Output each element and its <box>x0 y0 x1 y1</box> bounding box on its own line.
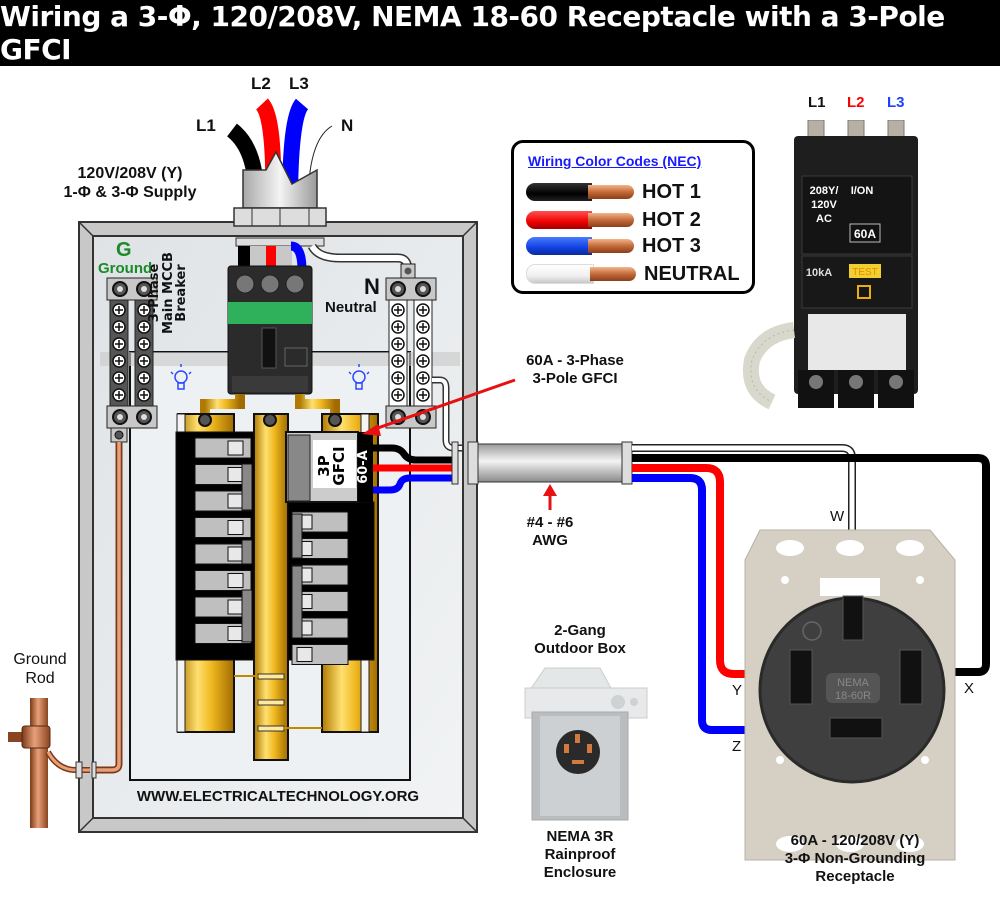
copper-conductor-icon <box>590 267 636 281</box>
black-wire-icon <box>526 183 592 201</box>
white-wire-icon <box>526 264 594 284</box>
legend-item-hot3: HOT 3 <box>526 233 701 259</box>
svg-text:208Y/: 208Y/ <box>810 185 839 197</box>
gfci-callout-line2: 3-Pole GFCI <box>532 370 618 387</box>
gfci-callout-label: 60A - 3-Phase 3-Pole GFCI <box>510 352 640 388</box>
legend-label: HOT 3 <box>642 234 701 257</box>
ground-label: Ground <box>98 260 153 277</box>
svg-text:TEST: TEST <box>852 267 878 278</box>
gfci-breaker-in-panel[interactable]: 3P GFCI 60-A <box>285 431 373 503</box>
receptacle-face-nema: NEMA <box>837 677 869 689</box>
blue-wire-icon <box>526 237 592 255</box>
legend-label: HOT 2 <box>642 208 701 231</box>
legend-item-hot1: HOT 1 <box>526 179 701 205</box>
copper-conductor-icon <box>588 239 634 253</box>
supply-conductor-label-n: N <box>341 116 354 135</box>
receptacle-label: 60A - 120/208V (Y) 3-Φ Non-Grounding Rec… <box>760 832 950 886</box>
red-wire-icon <box>526 211 592 229</box>
receptacle-face-rating: 18-60R <box>835 690 871 702</box>
receptacle-terminal-z: Z <box>732 738 742 755</box>
gfci-terminal-l2: L2 <box>847 94 865 111</box>
receptacle-label-line3: Receptacle <box>815 868 895 885</box>
svg-text:AC: AC <box>816 213 832 225</box>
neutral-letter: N <box>364 274 380 299</box>
outdoor-box-bottom-label: NEMA 3R Rainproof Enclosure <box>520 828 640 882</box>
wire-gauge-label: #4 - #6 AWG <box>510 514 590 550</box>
receptacle-terminal-w: W <box>830 508 845 525</box>
ground-bar <box>106 277 158 443</box>
ground-rod <box>8 698 97 828</box>
legend-item-neutral: NEUTRAL <box>526 261 740 287</box>
legend-label: HOT 1 <box>642 180 701 203</box>
svg-text:60A: 60A <box>854 227 876 241</box>
main-mccb-breaker[interactable] <box>227 265 313 395</box>
outdoor-box-bottom-line3: Enclosure <box>543 864 617 881</box>
gfci-breaker-text-rating: 60-A <box>356 450 371 484</box>
neutral-bar <box>385 263 437 429</box>
gfci-breaker-photo: 208Y/ 120V AC I/ON 60A 10kA TEST <box>794 120 918 408</box>
website-label: WWW.ELECTRICALTECHNOLOGY.ORG <box>136 788 420 805</box>
svg-text:120V: 120V <box>811 199 837 211</box>
outdoor-box-bottom-line2: Rainproof <box>544 846 616 863</box>
legend-label: NEUTRAL <box>644 262 740 285</box>
supply-label: 120V/208V (Y) 1-Φ & 3-Φ Supply <box>40 164 220 202</box>
copper-conductor-icon <box>588 213 634 227</box>
ground-rod-label: Ground Rod <box>0 650 80 688</box>
gfci-breaker-text-3p: 3P <box>315 455 333 476</box>
lightbulb-icon <box>170 364 192 390</box>
supply-label-line2: 1-Φ & 3-Φ Supply <box>63 184 197 202</box>
main-breaker-label-line2: Main MCCB <box>160 252 176 334</box>
conduit <box>451 441 633 485</box>
neutral-label: Neutral <box>325 299 377 316</box>
outdoor-box-top-line2: Outdoor Box <box>534 640 626 657</box>
copper-conductor-icon <box>588 185 634 199</box>
ground-rod-label-line2: Rod <box>25 670 55 688</box>
receptacle-terminal-y: Y <box>732 682 743 699</box>
legend-title: Wiring Color Codes (NEC) <box>528 153 702 169</box>
supply-conductor-label-l1: L1 <box>196 116 216 135</box>
branch-breakers <box>175 431 375 665</box>
ground-rod-label-line1: Ground <box>13 651 67 668</box>
nema-18-60-receptacle: NEMA 18-60R <box>744 529 956 861</box>
supply-conductor-label-l2: L2 <box>251 74 271 93</box>
supply-label-line1: 120V/208V (Y) <box>77 165 183 182</box>
wiring-color-legend: Wiring Color Codes (NEC) HOT 1 HOT 2 HOT… <box>511 140 755 294</box>
outdoor-box-image <box>524 667 648 821</box>
gfci-terminal-l1: L1 <box>808 94 826 111</box>
wire-gauge-arrow <box>543 484 557 510</box>
lightbulb-icon <box>348 364 370 390</box>
outdoor-box-bottom-line1: NEMA 3R <box>546 828 614 845</box>
svg-text:10kA: 10kA <box>806 267 832 279</box>
cable-connector-fitting <box>233 150 327 247</box>
legend-item-hot2: HOT 2 <box>526 207 701 233</box>
receptacle-label-line2: 3-Φ Non-Grounding <box>784 850 926 867</box>
gfci-pigtail-wire <box>743 322 796 410</box>
receptacle-label-line1: 60A - 120/208V (Y) <box>790 832 920 849</box>
field-wiring <box>632 444 990 734</box>
gfci-breaker-text-gfci: GFCI <box>330 446 348 485</box>
outdoor-box-top-line1: 2-Gang <box>554 622 606 639</box>
supply-conductor-label-l3: L3 <box>289 74 309 93</box>
gfci-terminal-l3: L3 <box>887 94 905 111</box>
receptacle-terminal-x: X <box>964 680 975 697</box>
main-breaker-label-line3: Breaker <box>174 264 190 322</box>
outdoor-box-top-label: 2-Gang Outdoor Box <box>520 622 640 658</box>
gfci-callout-line1: 60A - 3-Phase <box>526 352 624 369</box>
gfci-callout-arrow <box>362 378 516 436</box>
wire-gauge-line1: #4 - #6 <box>526 514 574 531</box>
svg-text:I/ON: I/ON <box>851 185 874 197</box>
main-breaker-label: 3-Phase Main MCCB Breaker <box>147 248 190 338</box>
page-title: Wiring a 3-Φ, 120/208V, NEMA 18-60 Recep… <box>0 0 1000 66</box>
ground-letter: G <box>116 239 132 261</box>
wire-gauge-line2: AWG <box>532 532 568 549</box>
main-breaker-label-line1: 3-Phase <box>147 263 162 323</box>
